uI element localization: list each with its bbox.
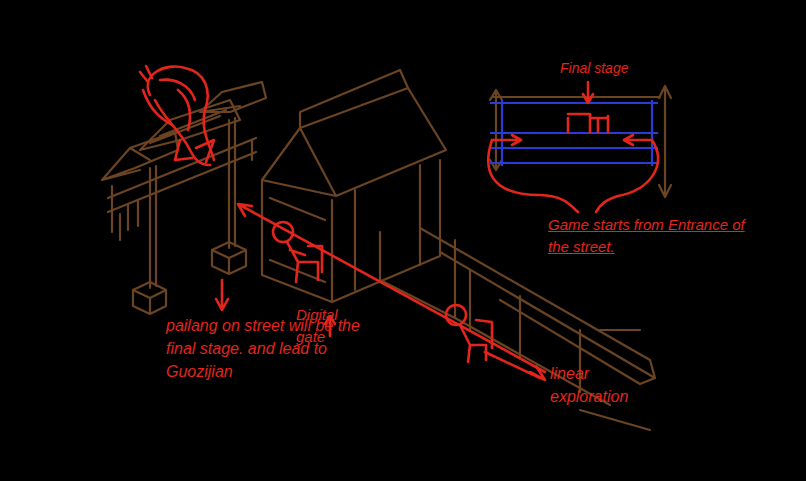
gate-label: Digital gate (296, 304, 358, 348)
exploration-label: linear exploration (550, 362, 660, 408)
final-stage-note: pailang on street will be the final stag… (166, 314, 366, 384)
stage-label: Final stage (560, 58, 650, 78)
entrance-note: Game starts from Entrance of the street. (548, 214, 748, 258)
